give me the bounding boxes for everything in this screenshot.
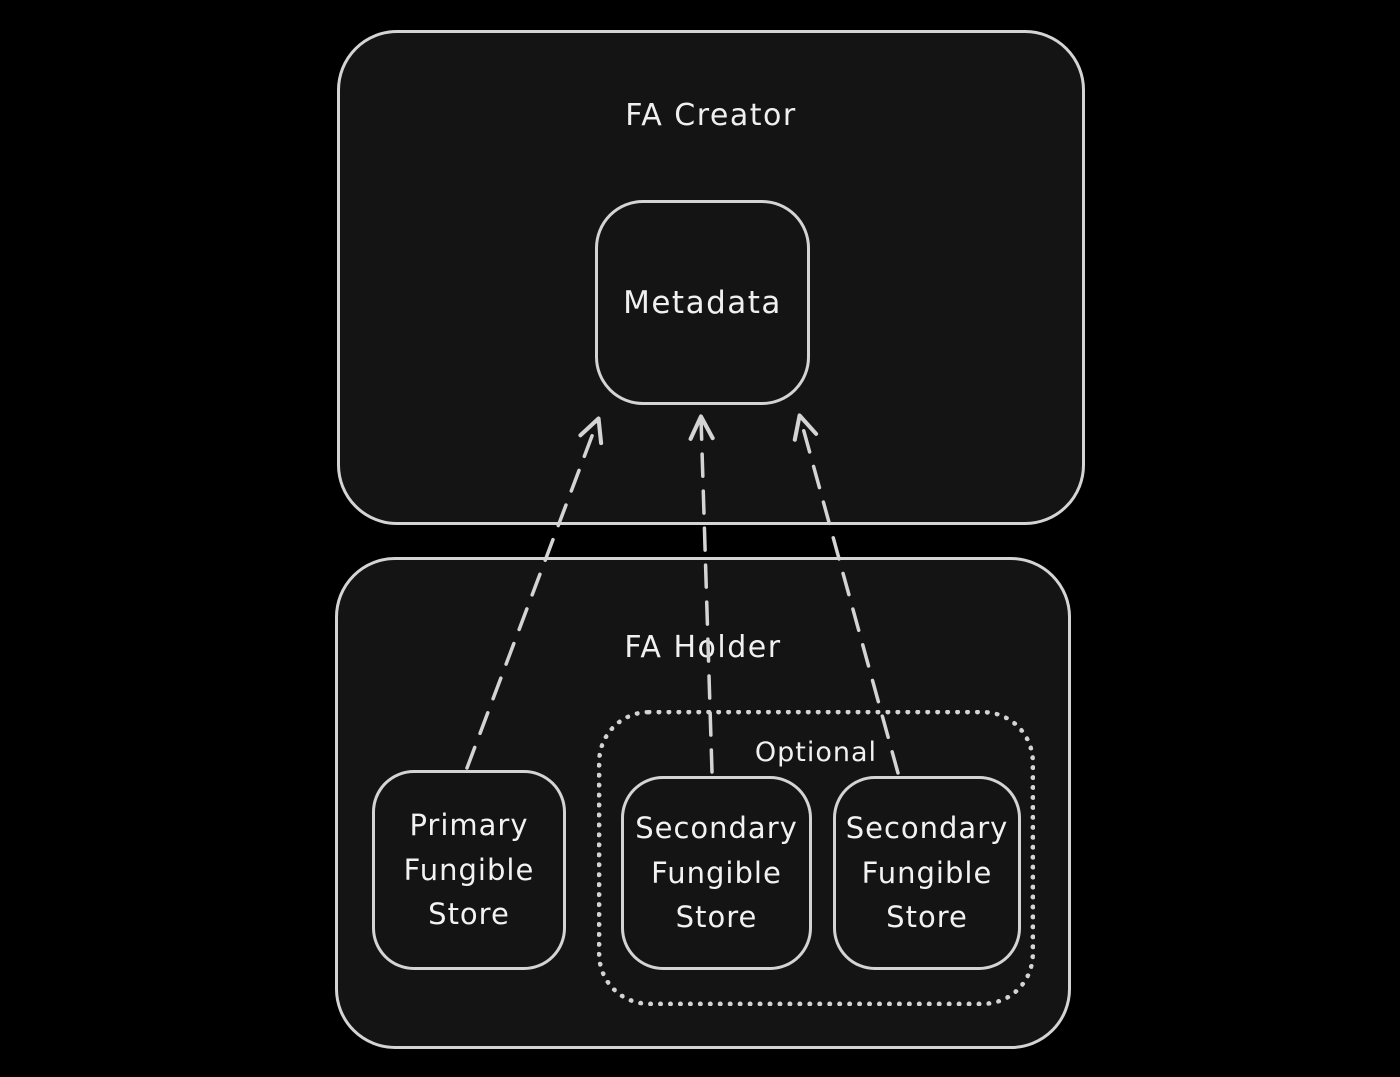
optional-label: Optional	[754, 737, 878, 768]
fa-creator-label: FA Creator	[625, 98, 797, 133]
secondary-fungible-store-2-label: Secondary Fungible Store	[846, 806, 1009, 941]
metadata-label: Metadata	[623, 284, 782, 321]
secondary-fungible-store-1-label: Secondary Fungible Store	[635, 806, 798, 941]
secondary-fungible-store-2-box: Secondary Fungible Store	[833, 776, 1021, 970]
secondary-store-1-line-3: Store	[675, 900, 758, 935]
fa-holder-label: FA Holder	[624, 630, 782, 665]
secondary-store-2-line-3: Store	[886, 900, 968, 935]
primary-store-line-2: Fungible	[403, 852, 535, 887]
metadata-box: Metadata	[595, 200, 810, 405]
secondary-fungible-store-1-box: Secondary Fungible Store	[621, 776, 812, 970]
primary-store-line-3: Store	[428, 897, 510, 932]
primary-fungible-store-label: Primary Fungible Store	[404, 803, 535, 938]
primary-store-line-1: Primary	[409, 807, 529, 842]
secondary-store-2-line-1: Secondary	[845, 810, 1009, 845]
secondary-store-1-line-2: Fungible	[651, 855, 782, 890]
secondary-store-1-line-1: Secondary	[635, 810, 798, 845]
primary-fungible-store-box: Primary Fungible Store	[372, 770, 566, 970]
secondary-store-2-line-2: Fungible	[861, 855, 993, 890]
